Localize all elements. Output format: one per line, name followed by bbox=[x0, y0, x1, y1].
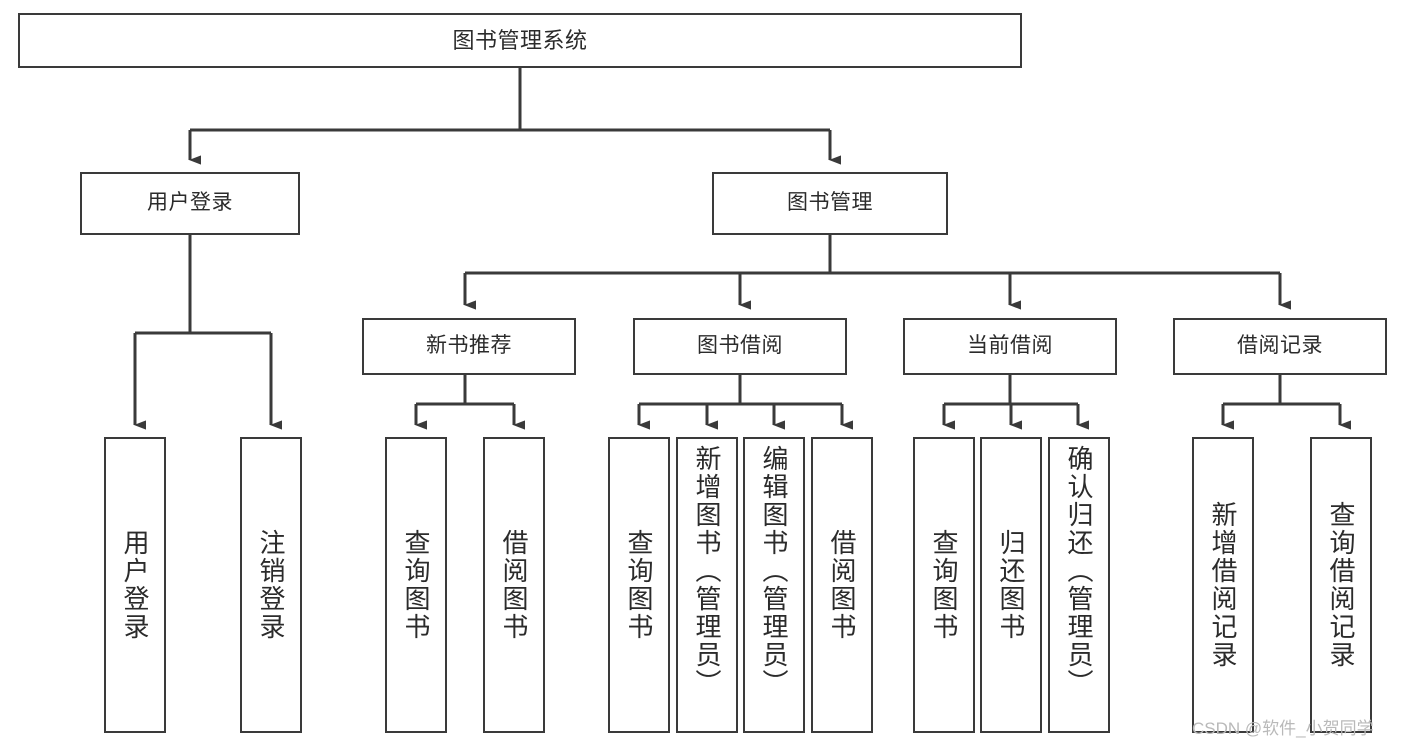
node-label: 借阅图书 bbox=[499, 529, 529, 641]
node-label: 确认归还（管理员） bbox=[1064, 445, 1094, 697]
node-book-borrow[interactable]: 图书借阅 bbox=[633, 318, 847, 375]
node-label: 当前借阅 bbox=[967, 334, 1053, 358]
leaf-current-borrow-confirm-return-admin[interactable]: 确认归还（管理员） bbox=[1048, 437, 1110, 733]
node-label: 用户登录 bbox=[120, 529, 150, 641]
leaf-borrow-record-add-record[interactable]: 新增借阅记录 bbox=[1192, 437, 1254, 733]
node-label: 图书管理系统 bbox=[452, 27, 588, 53]
node-label: 编辑图书（管理员） bbox=[759, 445, 789, 697]
leaf-book-borrow-query-book[interactable]: 查询图书 bbox=[608, 437, 670, 733]
node-label: 新增图书（管理员） bbox=[692, 445, 722, 697]
node-label: 图书借阅 bbox=[697, 334, 783, 358]
node-label: 用户登录 bbox=[147, 191, 233, 215]
leaf-new-book-query-book[interactable]: 查询图书 bbox=[385, 437, 447, 733]
node-label: 新增借阅记录 bbox=[1208, 501, 1238, 669]
node-new-book-recommend[interactable]: 新书推荐 bbox=[362, 318, 576, 375]
leaf-user-login-login[interactable]: 用户登录 bbox=[104, 437, 166, 733]
node-label: 查询图书 bbox=[401, 529, 431, 641]
node-current-borrow[interactable]: 当前借阅 bbox=[903, 318, 1117, 375]
node-label: 归还图书 bbox=[996, 529, 1026, 641]
node-label: 图书管理 bbox=[787, 191, 873, 215]
leaf-book-borrow-borrow-book[interactable]: 借阅图书 bbox=[811, 437, 873, 733]
node-root-book-management-system[interactable]: 图书管理系统 bbox=[18, 13, 1022, 68]
node-label: 新书推荐 bbox=[426, 334, 512, 358]
node-label: 查询图书 bbox=[929, 529, 959, 641]
leaf-book-borrow-edit-book-admin[interactable]: 编辑图书（管理员） bbox=[743, 437, 805, 733]
leaf-current-borrow-query-book[interactable]: 查询图书 bbox=[913, 437, 975, 733]
leaf-book-borrow-add-book-admin[interactable]: 新增图书（管理员） bbox=[676, 437, 738, 733]
csdn-watermark: CSDN @软件_小贺同学 bbox=[1192, 719, 1374, 738]
node-label: 注销登录 bbox=[256, 529, 286, 641]
node-label: 借阅图书 bbox=[827, 529, 857, 641]
node-label: 查询图书 bbox=[624, 529, 654, 641]
node-book-management[interactable]: 图书管理 bbox=[712, 172, 948, 235]
node-label: 借阅记录 bbox=[1237, 334, 1323, 358]
node-label: 查询借阅记录 bbox=[1326, 501, 1356, 669]
node-borrow-record[interactable]: 借阅记录 bbox=[1173, 318, 1387, 375]
leaf-borrow-record-query-record[interactable]: 查询借阅记录 bbox=[1310, 437, 1372, 733]
leaf-new-book-borrow-book[interactable]: 借阅图书 bbox=[483, 437, 545, 733]
leaf-current-borrow-return-book[interactable]: 归还图书 bbox=[980, 437, 1042, 733]
leaf-user-login-logout[interactable]: 注销登录 bbox=[240, 437, 302, 733]
node-user-login[interactable]: 用户登录 bbox=[80, 172, 300, 235]
